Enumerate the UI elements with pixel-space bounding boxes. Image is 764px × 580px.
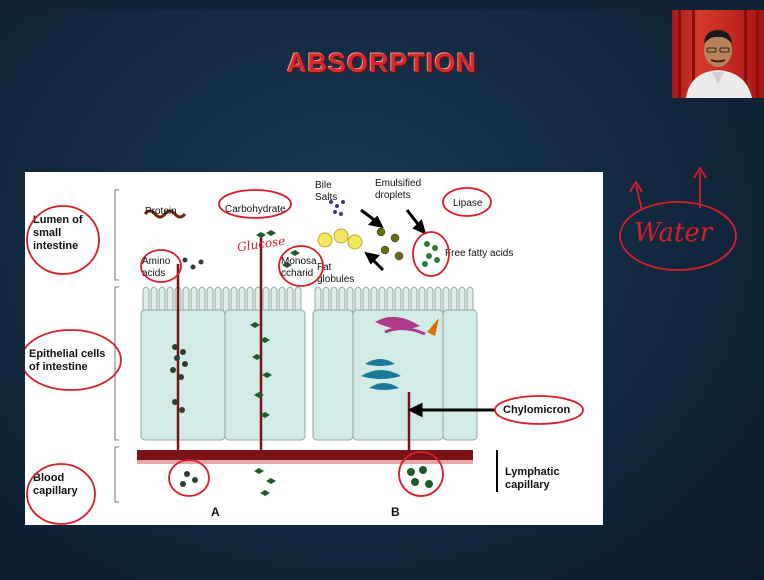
lymphatic-capillary-label: Lymphatic capillary [505,466,560,491]
top-bar [0,0,764,10]
water-handwritten-word: Water [634,218,713,248]
panel-b-label: B [391,505,400,519]
absorption-diagram: Lumen of small intestine Epithelial cell… [25,172,603,525]
fat-globules-label: Fat globules [317,262,355,285]
epithelial-label: Epithelial cells of intestine [29,348,106,373]
presenter-image [678,10,759,98]
diagram-artwork [114,189,498,505]
bile-salts-label: Bile Salts [315,180,338,203]
blood-capillary-label: Blood capillary [33,472,78,497]
lipase-label: Lipase [453,198,483,209]
chylomicron-label: Chylomicron [503,404,571,416]
lumen-label: Lumen of small intestine [33,214,83,252]
monosaccharid-label: Monosa ccharid [281,256,317,279]
presenter-webcam [672,10,764,98]
water-annotation-marks [619,166,737,271]
carbohydrate-label: Carbohydrate [225,204,286,215]
free-fatty-acids-label: Free fatty acids [445,248,514,259]
protein-label: Protein [145,206,177,217]
slide-title: ABSORPTION [286,48,477,78]
amino-acids-label: Amino acids [142,256,171,279]
panel-a-label: A [211,505,220,519]
water-annotation: Water [616,164,740,284]
emulsified-droplets-label: Emulsified droplets [375,178,422,201]
